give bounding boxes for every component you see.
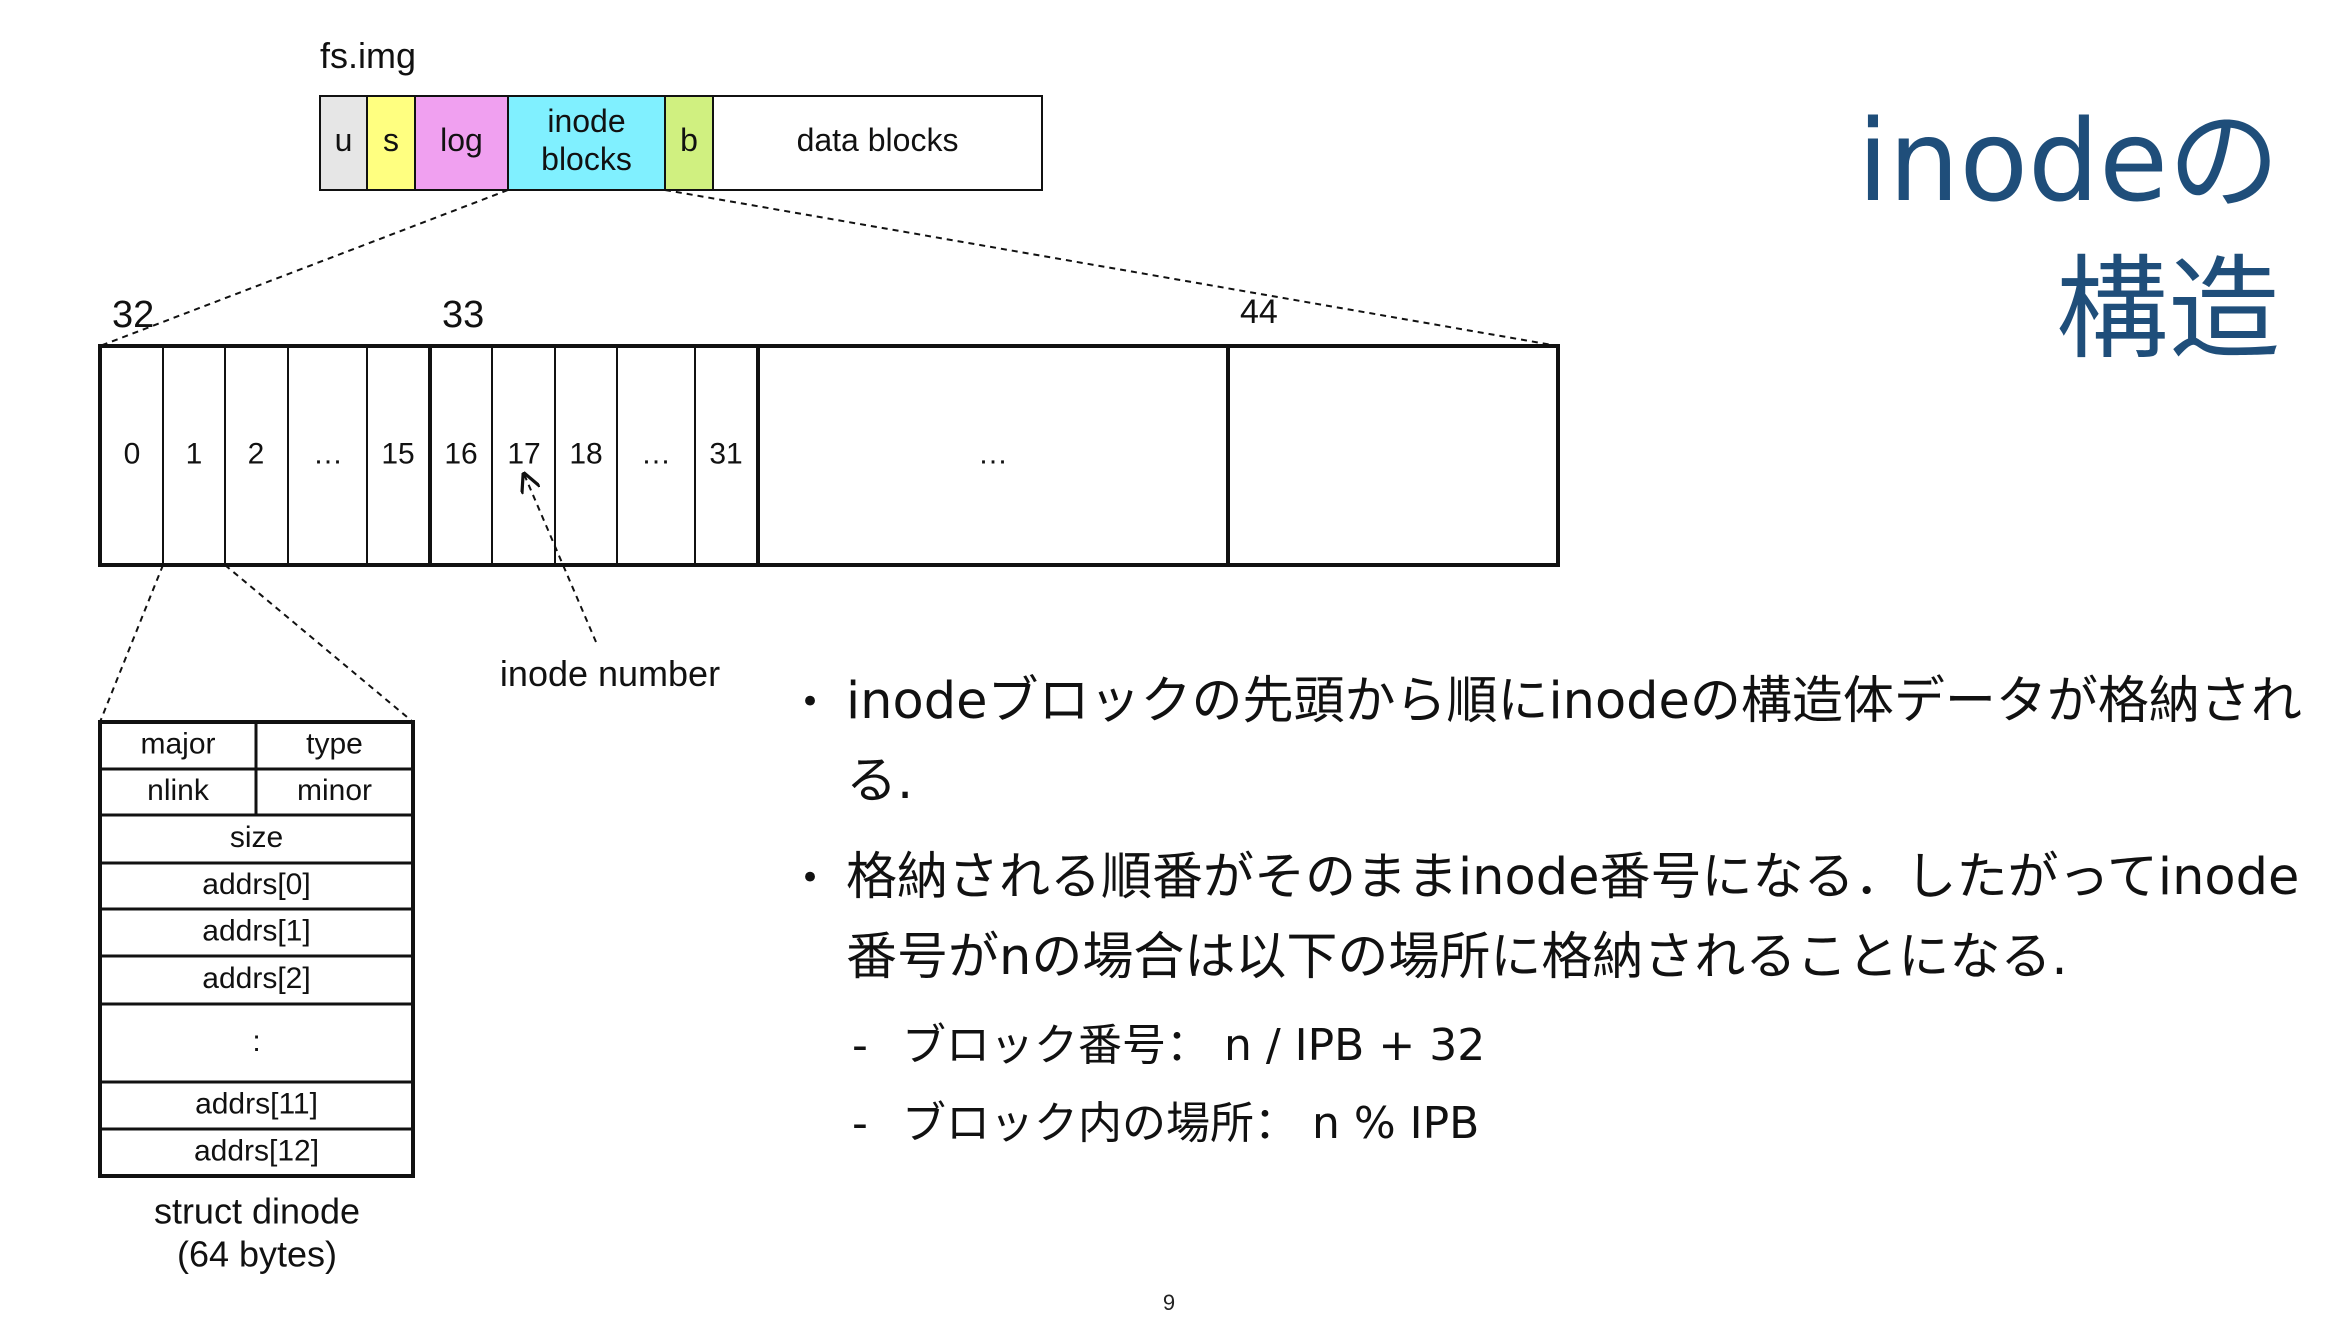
inode-number-arrow bbox=[524, 474, 597, 643]
fs-segment-5 bbox=[712, 95, 1043, 191]
inode-slot-label: 0 bbox=[124, 437, 141, 470]
zoom-line-left bbox=[99, 189, 509, 347]
inode-slot-label: 17 bbox=[507, 437, 540, 470]
bullet-dot-icon: • bbox=[800, 682, 821, 722]
sub-bullet-offset: - ブロック内の場所： n % IPB bbox=[790, 1092, 2310, 1156]
sub-bullet-text: ブロック番号： n / IPB + 32 bbox=[902, 1020, 1486, 1071]
bullet-text: 格納される順番がそのままinode番号になる．したがってinode番号がnの場合… bbox=[846, 848, 2300, 987]
dash-icon: - bbox=[852, 1098, 868, 1149]
dinode-field-label: nlink bbox=[147, 774, 210, 807]
bullet-item: • inodeブロックの先頭から順にinodeの構造体データが格納される. bbox=[790, 662, 2310, 822]
dinode-zoom-left bbox=[99, 564, 164, 723]
bullet-list: • inodeブロックの先頭から順にinodeの構造体データが格納される. • … bbox=[790, 662, 2310, 1156]
inode-slot-label: 31 bbox=[709, 437, 742, 470]
dinode-field-label: addrs[2] bbox=[202, 962, 310, 995]
fs-segment-label: u bbox=[335, 122, 353, 158]
fs-segment-label: b bbox=[680, 122, 698, 158]
dinode-field-label: addrs[12] bbox=[194, 1134, 319, 1167]
inode-slot-label: 16 bbox=[444, 437, 477, 470]
dinode-field-label: addrs[1] bbox=[202, 914, 310, 947]
inode-slot-label: … bbox=[641, 437, 671, 470]
bullet-dot-icon: • bbox=[800, 858, 821, 898]
inode-slot-label: 1 bbox=[186, 437, 203, 470]
dinode-field-label: size bbox=[230, 821, 283, 854]
inode-slot-label: 15 bbox=[381, 437, 414, 470]
sub-bullet-text: ブロック内の場所： n % IPB bbox=[902, 1098, 1480, 1149]
inode-slot-label: … bbox=[313, 437, 343, 470]
slide-title: inodeの 構造 bbox=[1857, 88, 2280, 384]
block-number-label: 33 bbox=[442, 294, 484, 336]
sub-bullet-block-number: - ブロック番号： n / IPB + 32 bbox=[790, 1014, 2310, 1078]
dinode-field-label: addrs[0] bbox=[202, 868, 310, 901]
fs-img-label: fs.img bbox=[320, 35, 416, 76]
inode-number-label: inode number bbox=[500, 653, 720, 694]
fs-segment-3 bbox=[507, 95, 666, 191]
dinode-field-label: addrs[11] bbox=[195, 1087, 318, 1120]
fs-segment-2 bbox=[414, 95, 509, 191]
dinode-field-label: : bbox=[252, 1025, 260, 1058]
fs-segment-4 bbox=[664, 95, 714, 191]
dinode-caption: struct dinode(64 bytes) bbox=[154, 1190, 360, 1274]
title-line-1: inodeの bbox=[1857, 97, 2280, 227]
fs-segment-label: log bbox=[440, 122, 483, 158]
block-number-label: 44 bbox=[1240, 293, 1278, 331]
dinode-zoom-right bbox=[224, 564, 414, 723]
inode-blocks-row bbox=[98, 344, 1560, 567]
dash-icon: - bbox=[852, 1020, 868, 1071]
bullet-item: • 格納される順番がそのままinode番号になる．したがってinode番号がnの… bbox=[790, 838, 2310, 998]
bullet-text: inodeブロックの先頭から順にinodeの構造体データが格納される. bbox=[846, 672, 2302, 811]
page-number: 9 bbox=[1162, 1290, 1176, 1315]
dinode-field-label: type bbox=[306, 727, 363, 760]
fs-segment-0 bbox=[319, 95, 368, 191]
block-number-label: 32 bbox=[112, 294, 154, 336]
fs-segment-label: data blocks bbox=[797, 122, 959, 158]
dinode-field-label: minor bbox=[297, 774, 372, 807]
dinode-field-label: major bbox=[140, 727, 215, 760]
inode-slot-label: … bbox=[978, 437, 1008, 470]
zoom-line-right bbox=[664, 189, 1559, 347]
inode-slot-label: 18 bbox=[569, 437, 602, 470]
fs-segment-label: s bbox=[383, 122, 399, 158]
title-line-2: 構造 bbox=[2056, 245, 2280, 375]
inode-slot-label: 2 bbox=[248, 437, 265, 470]
